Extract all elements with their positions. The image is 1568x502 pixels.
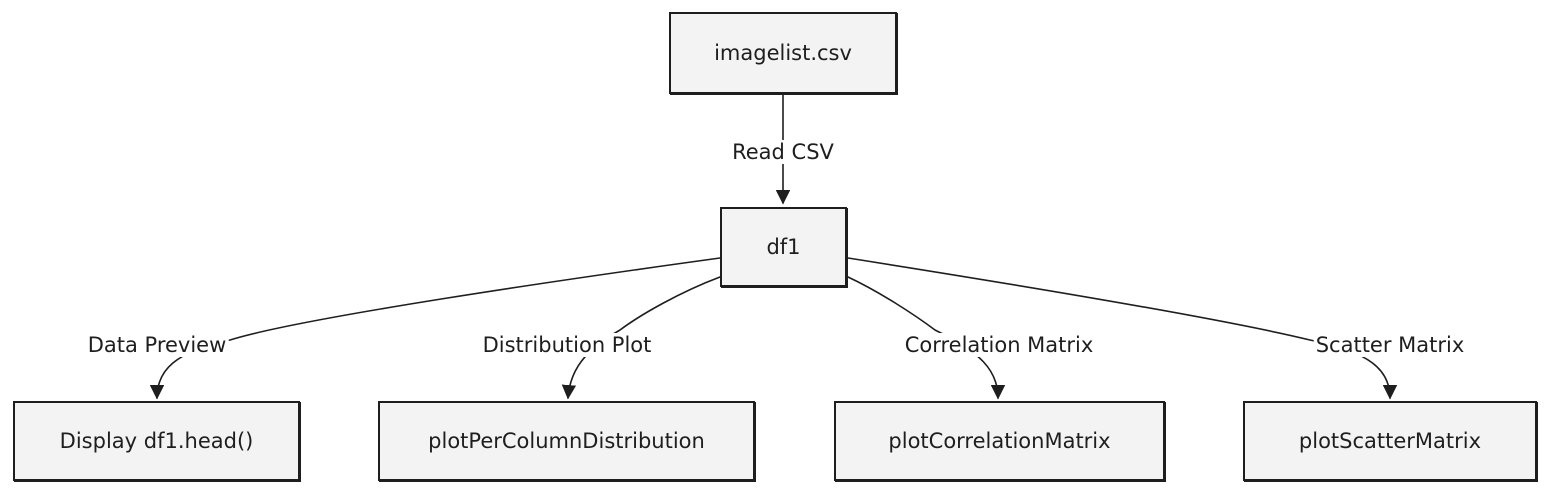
edge-label-data-preview: Data Preview bbox=[85, 333, 229, 357]
node-plot-correlation-matrix: plotCorrelationMatrix bbox=[834, 401, 1165, 481]
edge-label-read-csv: Read CSV bbox=[730, 140, 836, 164]
edge-data-preview bbox=[149, 257, 721, 400]
edge-correlation-matrix bbox=[847, 276, 1006, 400]
edge-distribution-plot bbox=[561, 276, 721, 400]
node-plot-per-column-distribution: plotPerColumnDistribution bbox=[378, 401, 755, 481]
node-display-head: Display df1.head() bbox=[13, 401, 300, 481]
edge-label-correlation-matrix: Correlation Matrix bbox=[902, 333, 1096, 357]
edge-scatter-matrix bbox=[847, 257, 1398, 400]
edge-label-distribution-plot: Distribution Plot bbox=[480, 333, 654, 357]
node-df1: df1 bbox=[720, 207, 847, 287]
node-plot-scatter-matrix: plotScatterMatrix bbox=[1243, 401, 1537, 481]
edge-label-scatter-matrix: Scatter Matrix bbox=[1313, 333, 1467, 357]
node-imagelist-csv: imagelist.csv bbox=[669, 12, 897, 94]
